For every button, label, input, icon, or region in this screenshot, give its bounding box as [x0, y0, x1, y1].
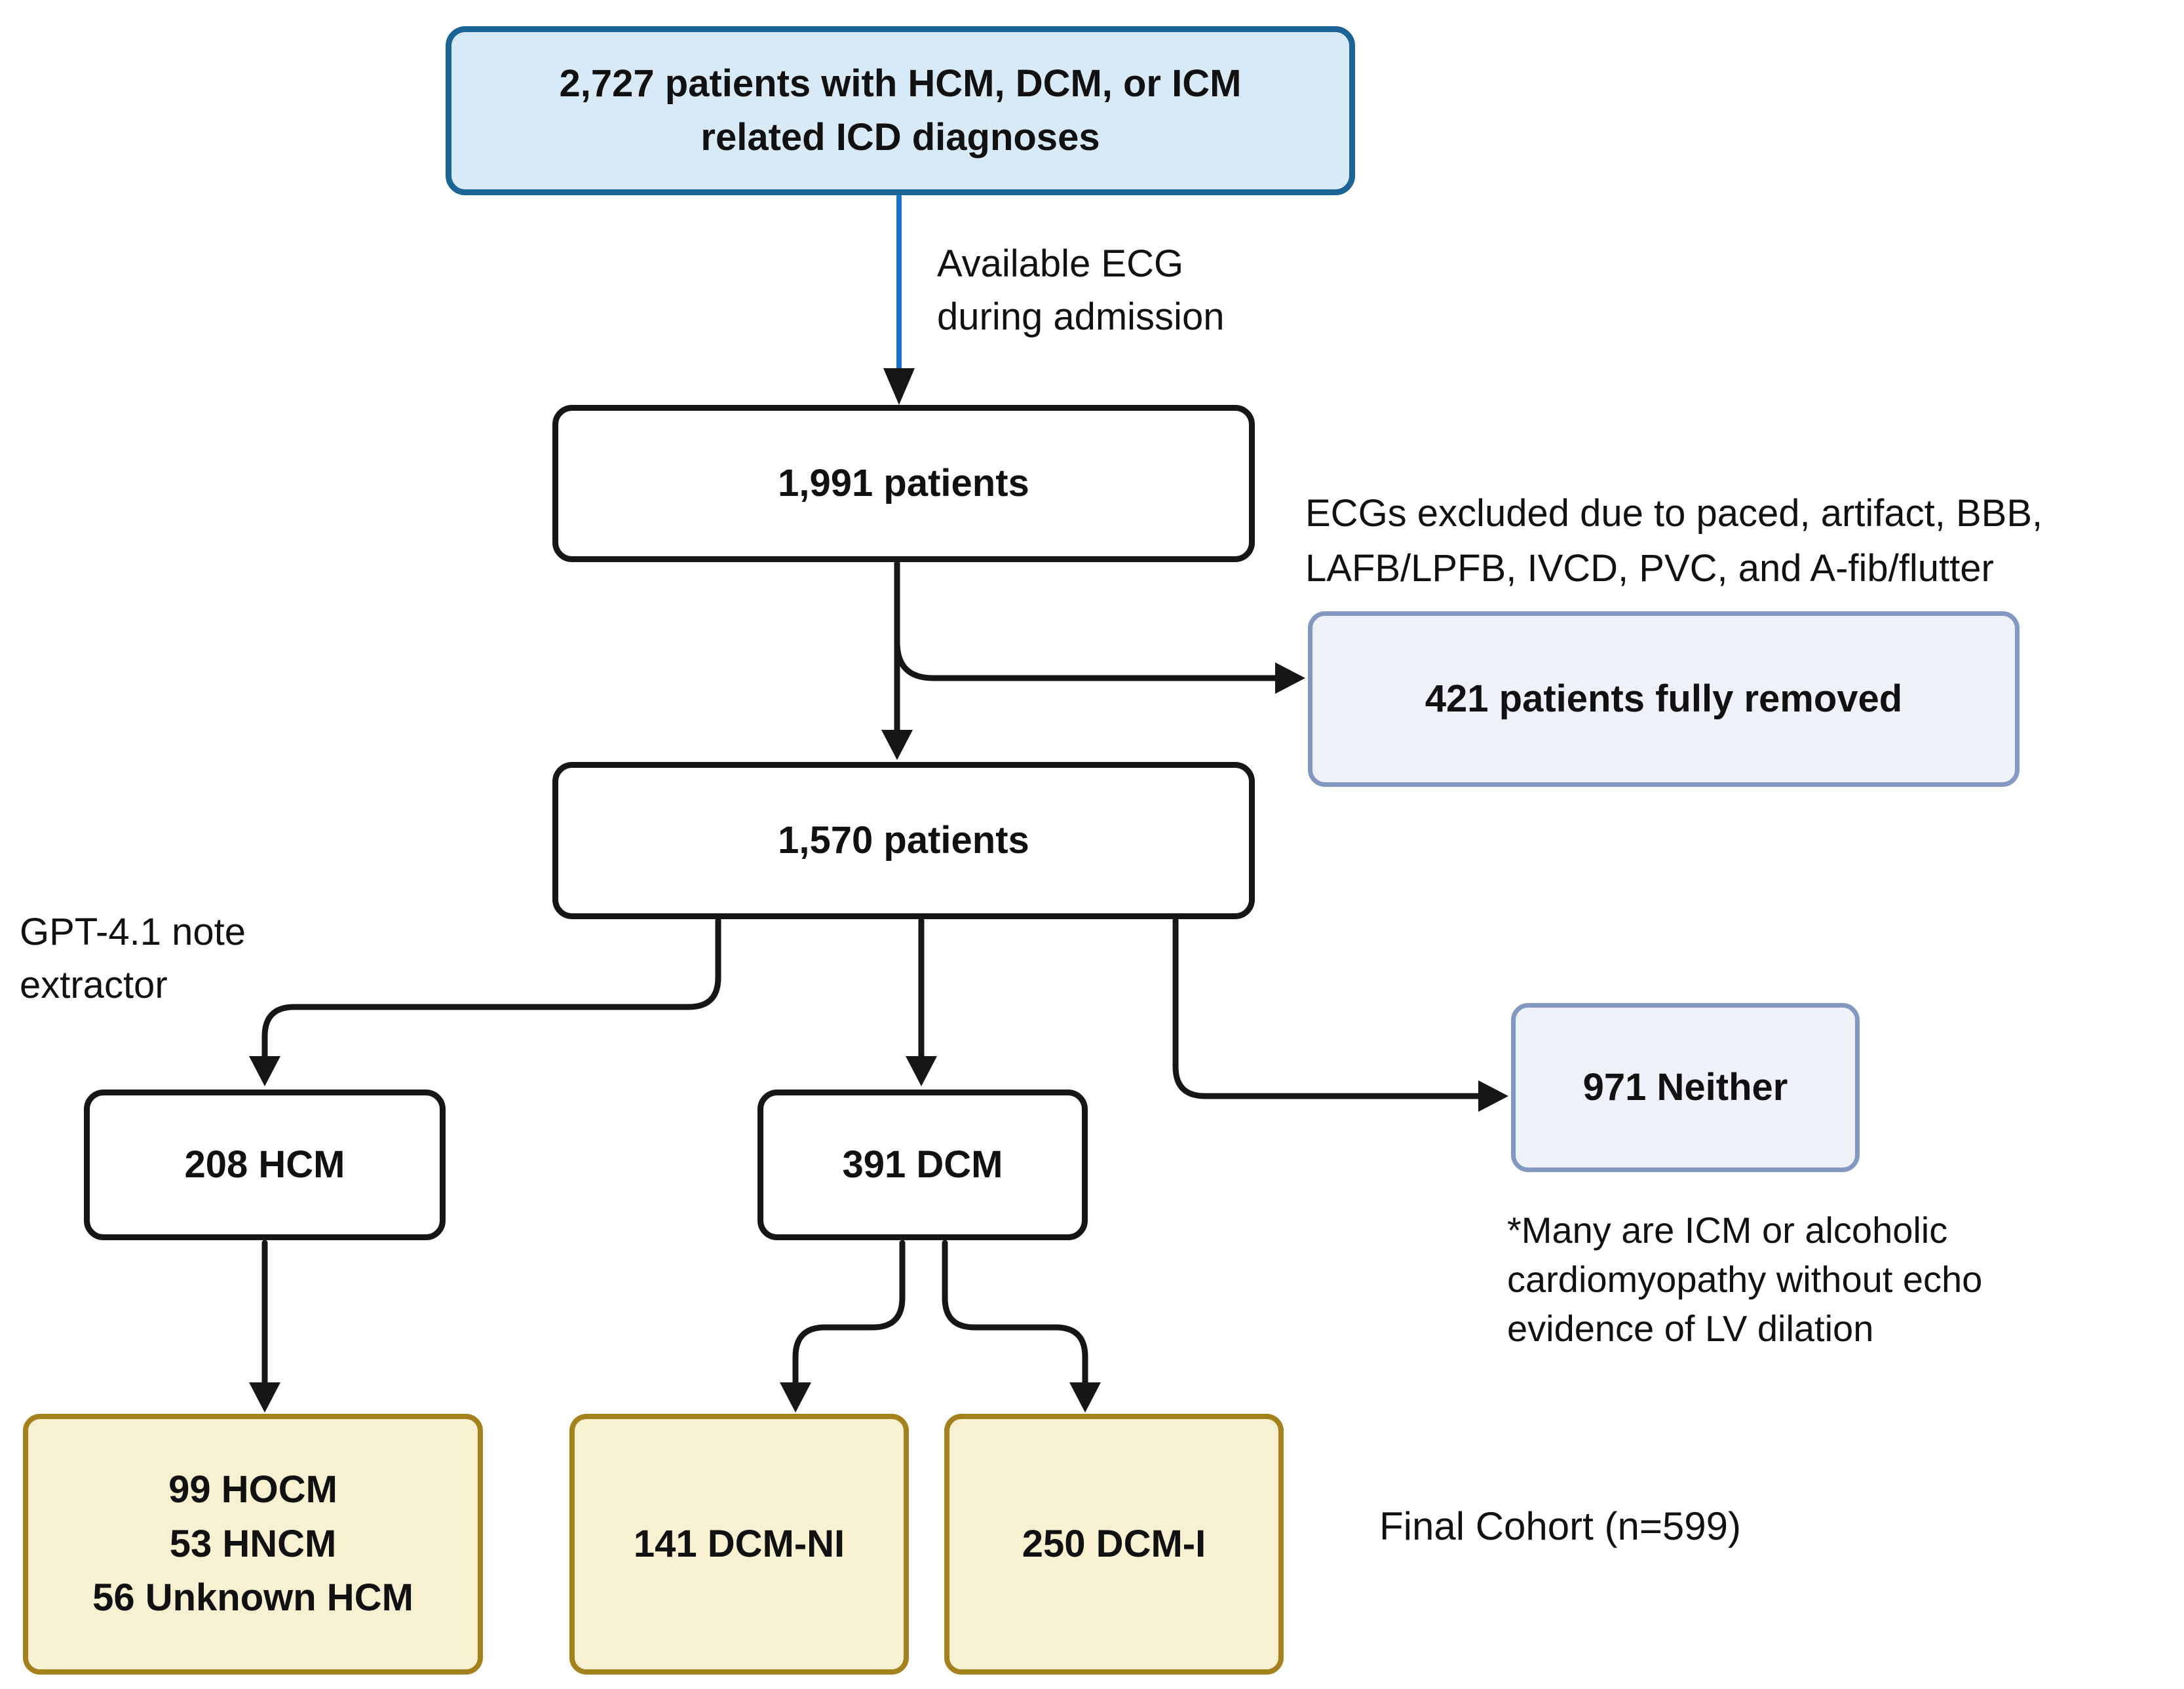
label-final-cohort: Final Cohort (n=599) — [1379, 1504, 1741, 1548]
arrow-1570-to-208 — [249, 917, 721, 1086]
arrow-1570-to-971 — [1172, 917, 1508, 1112]
arrow-1991-to-421 — [894, 639, 1305, 694]
arrow-1991-to-1570 — [881, 560, 913, 760]
node-971-neither: 971 Neither — [1511, 1003, 1860, 1172]
node-1991-patients: 1,991 patients — [552, 405, 1255, 562]
node-hcm-final: 99 HOCM 53 HNCM 56 Unknown HCM — [23, 1414, 483, 1675]
label-exclusion-reason: ECGs excluded due to paced, artifact, BB… — [1305, 492, 2043, 590]
node-250-dcmi: 250 DCM-I — [944, 1414, 1284, 1675]
arrow-391-to-dcmni — [780, 1240, 906, 1413]
node-141-dcmni: 141 DCM-NI — [569, 1414, 909, 1675]
arrow-208-to-hcm-final — [249, 1240, 280, 1413]
label-available-ecg: Available ECG during admission — [937, 242, 1225, 339]
node-391-dcm: 391 DCM — [757, 1090, 1088, 1240]
arrow-391-to-dcmi — [942, 1240, 1101, 1413]
node-421-removed: 421 patients fully removed — [1308, 611, 2020, 787]
label-neither-footnote: *Many are ICM or alcoholic cardiomyopath… — [1507, 1209, 1983, 1350]
label-gpt-extractor: GPT-4.1 note extractor — [20, 911, 246, 1007]
node-1570-patients: 1,570 patients — [552, 762, 1255, 919]
arrow-available-ecg — [883, 194, 915, 405]
node-208-hcm: 208 HCM — [84, 1090, 446, 1240]
node-source-cohort: 2,727 patients with HCM, DCM, or ICM rel… — [446, 26, 1355, 195]
arrow-1570-to-391 — [906, 917, 937, 1086]
